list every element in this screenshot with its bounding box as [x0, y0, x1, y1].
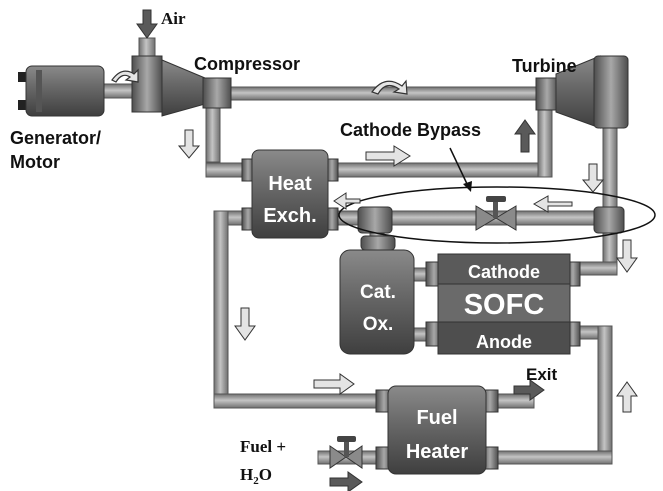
cathode-bypass-label: Cathode Bypass: [340, 120, 481, 140]
sofc-stack: Cathode SOFC Anode: [425, 253, 581, 355]
flow-arrow: [514, 119, 536, 153]
exhaust-to-cathode-pipe: [577, 261, 618, 276]
fuel-label-o: O: [259, 465, 272, 484]
main-shaft: [229, 86, 537, 101]
fuel-label-line2: H2O: [240, 465, 272, 487]
flow-arrow: [177, 129, 201, 159]
flow-arrow: [313, 373, 355, 395]
flow-arrow: [329, 471, 363, 491]
bypass-ellipse: [338, 186, 656, 244]
heat-exchanger: Heat Exch.: [241, 149, 339, 239]
flow-arrow: [616, 239, 638, 273]
cathode-label: Cathode: [468, 262, 540, 282]
generator-motor: [18, 65, 105, 117]
anode-return-pipe: [489, 450, 613, 465]
flow-arrow: [365, 145, 411, 167]
cat-ox-label-line2: Ox.: [363, 314, 394, 335]
fuel-label-subscript: 2: [253, 475, 259, 487]
fuel-label-h: H: [240, 465, 253, 484]
anode-layer: [437, 321, 571, 355]
left-to-fuel-heater-pipe: [213, 393, 385, 409]
catalytic-oxidizer: Cat. Ox.: [339, 235, 415, 355]
anode-label: Anode: [476, 332, 532, 352]
fuel-heater-label-line1: Fuel: [416, 407, 457, 429]
hx-to-turbine-pipe-v: [537, 103, 553, 178]
heat-exch-label-line1: Heat: [268, 173, 312, 195]
bypass-fittings: [357, 206, 625, 234]
cat-ox-label-line1: Cat.: [360, 282, 396, 303]
turbine: [535, 55, 629, 129]
generator-label-line1: Generator/: [10, 128, 101, 148]
flow-arrow: [581, 163, 605, 193]
hx-left-pipe-v: [213, 210, 229, 408]
sofc-label: SOFC: [464, 289, 545, 321]
compressor: [131, 55, 232, 117]
anode-out-pipe-v: [597, 325, 613, 465]
cathode-bypass-pointer: [449, 147, 469, 187]
fuel-heater: Fuel Heater: [375, 385, 499, 475]
flow-arrow: [532, 195, 573, 213]
flow-arrow: [616, 381, 638, 413]
generator-label-line2: Motor: [10, 152, 60, 172]
exit-label: Exit: [526, 365, 558, 384]
cathode-bypass-pointer-head: [463, 181, 472, 192]
flow-arrow: [333, 192, 361, 210]
flow-arrows: [136, 9, 638, 491]
compressor-outlet-pipe: [205, 103, 221, 163]
rotation-arrow: [111, 68, 408, 95]
air-inlet-arrow: [136, 9, 158, 39]
fuel-heater-label-line2: Heater: [406, 441, 468, 463]
valve-icon: [475, 196, 517, 231]
turbine-label: Turbine: [512, 56, 577, 76]
compressor-label: Compressor: [194, 54, 300, 74]
fuel-valve-icon: [329, 436, 363, 469]
flow-arrow: [234, 307, 256, 341]
flow-arrow: [513, 379, 545, 401]
piping-network: [99, 37, 618, 465]
heat-exch-label-line2: Exch.: [263, 205, 316, 227]
hx-to-turbine-pipe-h: [331, 162, 547, 178]
air-label: Air: [161, 9, 186, 28]
fuel-label-line1: Fuel +: [240, 437, 286, 456]
